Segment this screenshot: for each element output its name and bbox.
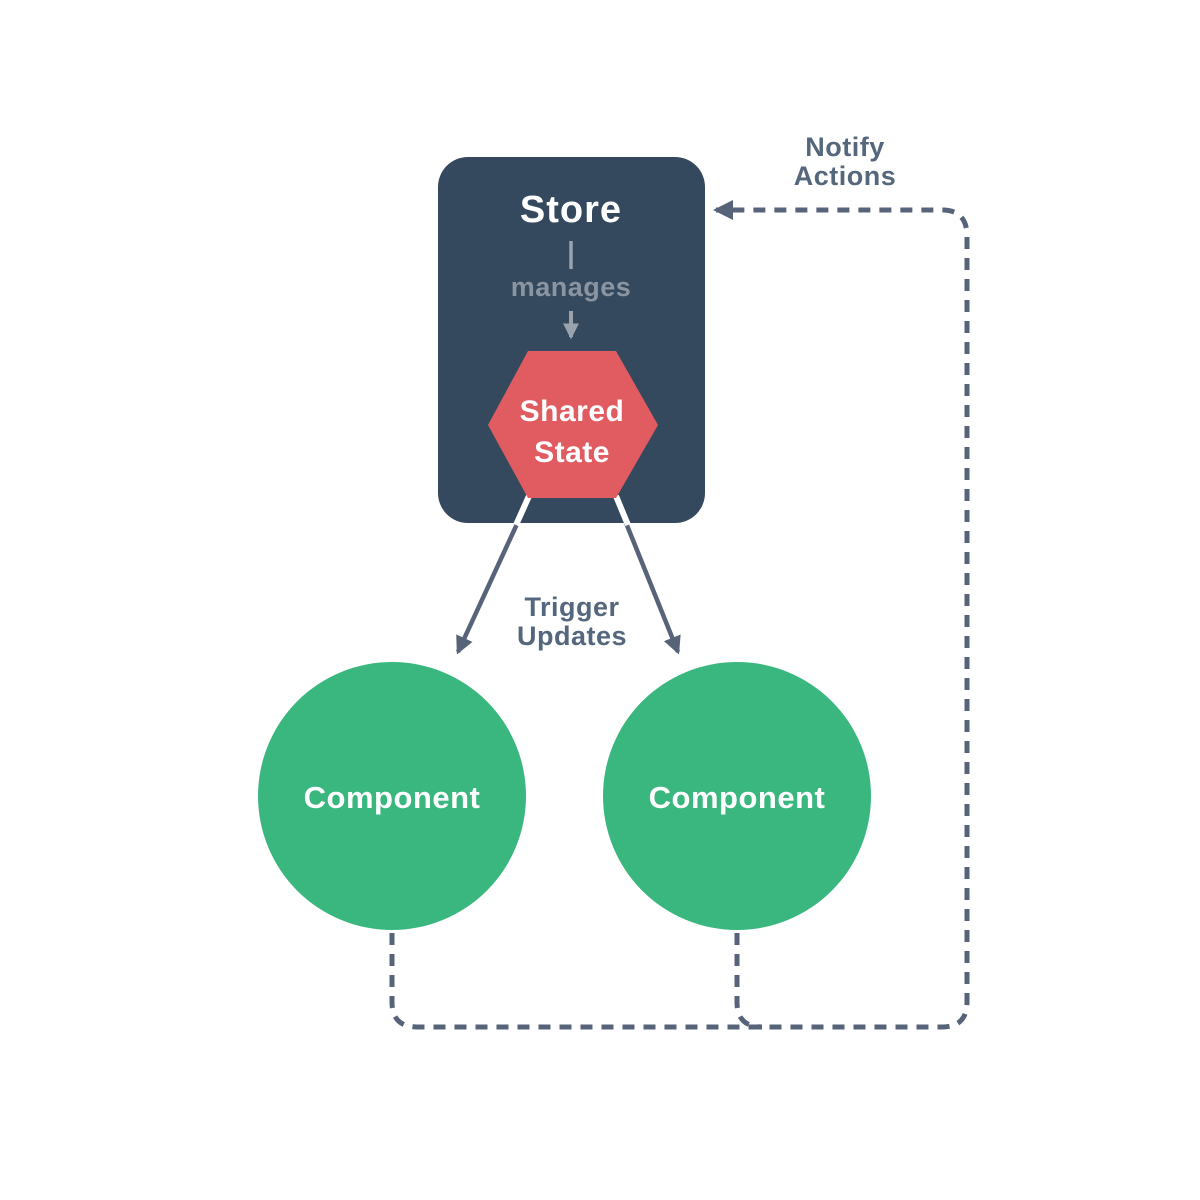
trigger-left-casing bbox=[513, 494, 532, 527]
component-label-right: Component bbox=[649, 780, 826, 815]
component-node-right bbox=[603, 662, 871, 930]
notify-actions-loop-path bbox=[389, 200, 970, 1030]
notify-actions-branch-path bbox=[734, 933, 763, 1030]
trigger-updates-label-line1: Trigger bbox=[524, 592, 619, 622]
store-title: Store bbox=[520, 189, 622, 231]
component-node-left bbox=[258, 662, 526, 930]
notify-actions-label-line2: Actions bbox=[794, 161, 897, 191]
shared-state-label-line2: State bbox=[534, 436, 610, 469]
trigger-right-casing bbox=[613, 494, 631, 527]
shared-state-node bbox=[488, 351, 658, 498]
shared-state-label-line1: Shared bbox=[520, 395, 625, 428]
notify-actions-label-line1: Notify bbox=[805, 132, 885, 162]
store-manages-label: manages bbox=[511, 272, 632, 302]
component-label-left: Component bbox=[304, 780, 481, 815]
trigger-updates-label-line2: Updates bbox=[517, 621, 627, 651]
